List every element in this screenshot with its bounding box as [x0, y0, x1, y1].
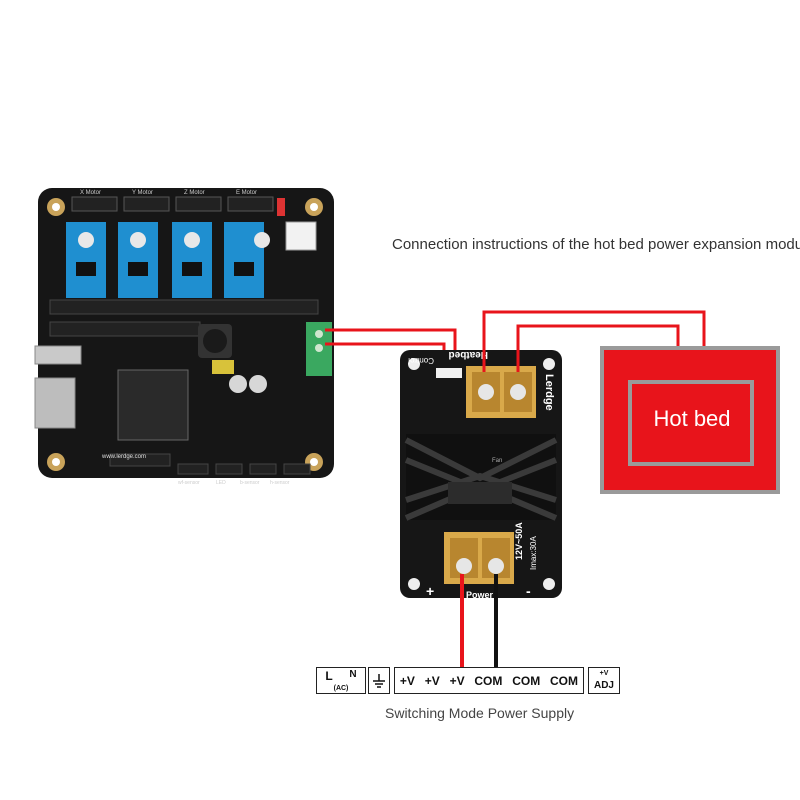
heatbed-power-module: Control Heatbed Lerdge Fan 12V~50A Imax:…	[400, 349, 562, 600]
heatbed-label: Heatbed	[449, 349, 488, 360]
psu-adj-top: +V	[599, 670, 609, 677]
psu-adjust-terminal: +V ADJ	[588, 667, 620, 694]
stepper-driver-e	[224, 222, 270, 298]
fan-label: Fan	[492, 458, 502, 464]
brand-label: Lerdge	[543, 374, 555, 411]
ground-icon	[373, 673, 385, 688]
main-control-board: X Motor Y Motor Z Motor E Motor	[34, 188, 334, 486]
hot-bed-label: Hot bed	[653, 406, 731, 431]
psu-terminal-v1: +V	[399, 673, 415, 688]
motor-label-e: E Motor	[236, 190, 257, 196]
sensor-label-wf: wf-sensor	[178, 480, 200, 486]
psu-caption: Switching Mode Power Supply	[385, 705, 575, 721]
sensor-label-b: b-sensor	[240, 480, 260, 486]
psu-terminal-com3: COM	[550, 673, 579, 688]
psu-terminal-v3: +V	[449, 673, 465, 688]
psu-adj-label: ADJ	[593, 680, 614, 691]
stepper-driver-x	[66, 222, 106, 298]
mcu-chip	[117, 369, 189, 441]
sensor-label-led: LED	[216, 480, 226, 486]
psu-l-label: L	[325, 668, 333, 683]
board-url: www.lerdge.com	[101, 454, 146, 460]
motor-label-x: X Motor	[80, 190, 101, 196]
sd-card-slot	[34, 377, 76, 429]
psu-ac-terminal: L N (AC)	[316, 667, 366, 694]
stepper-driver-z	[172, 222, 212, 298]
psu-output-terminals: +V +V +V COM COM COM	[394, 667, 584, 694]
plus-label: +	[426, 583, 434, 599]
motor-label-y: Y Motor	[132, 190, 153, 196]
psu-ground-terminal	[368, 667, 390, 694]
psu-wires	[460, 574, 498, 668]
sensor-label-h: h-sensor	[270, 480, 290, 486]
minus-label: -	[526, 583, 531, 599]
psu-terminal-v2: +V	[424, 673, 440, 688]
heatsink	[404, 434, 558, 521]
hotbed-wires	[482, 310, 706, 372]
imax-label: Imax:30A	[529, 536, 538, 570]
psu-ac-sublabel: (AC)	[333, 684, 349, 692]
motor-label-z: Z Motor	[184, 190, 205, 196]
power-label: Power	[466, 590, 494, 600]
psu-terminal-com1: COM	[474, 673, 503, 688]
rating-label: 12V~50A	[514, 522, 524, 560]
power-connector	[285, 221, 317, 251]
psu-n-label: N	[349, 668, 357, 680]
diagram-title: Connection instructions of the hot bed p…	[392, 236, 800, 253]
stepper-driver-y	[118, 222, 158, 298]
usb-port	[34, 345, 82, 365]
psu-terminal-com2: COM	[512, 673, 541, 688]
control-label: Control	[408, 356, 434, 365]
hot-bed	[600, 346, 780, 494]
control-input-connector	[436, 368, 462, 378]
